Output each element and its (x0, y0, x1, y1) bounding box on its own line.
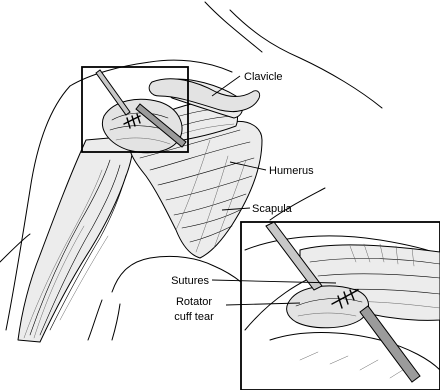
label-rotator-cuff-line1: Rotator (176, 296, 212, 308)
label-clavicle: Clavicle (244, 71, 283, 83)
label-sutures: Sutures (171, 275, 209, 287)
label-rotator-cuff-line2: cuff tear (174, 311, 214, 323)
label-humerus: Humerus (269, 165, 314, 177)
arm-muscles (18, 136, 133, 342)
inset-view (241, 222, 440, 390)
label-scapula: Scapula (252, 203, 293, 215)
